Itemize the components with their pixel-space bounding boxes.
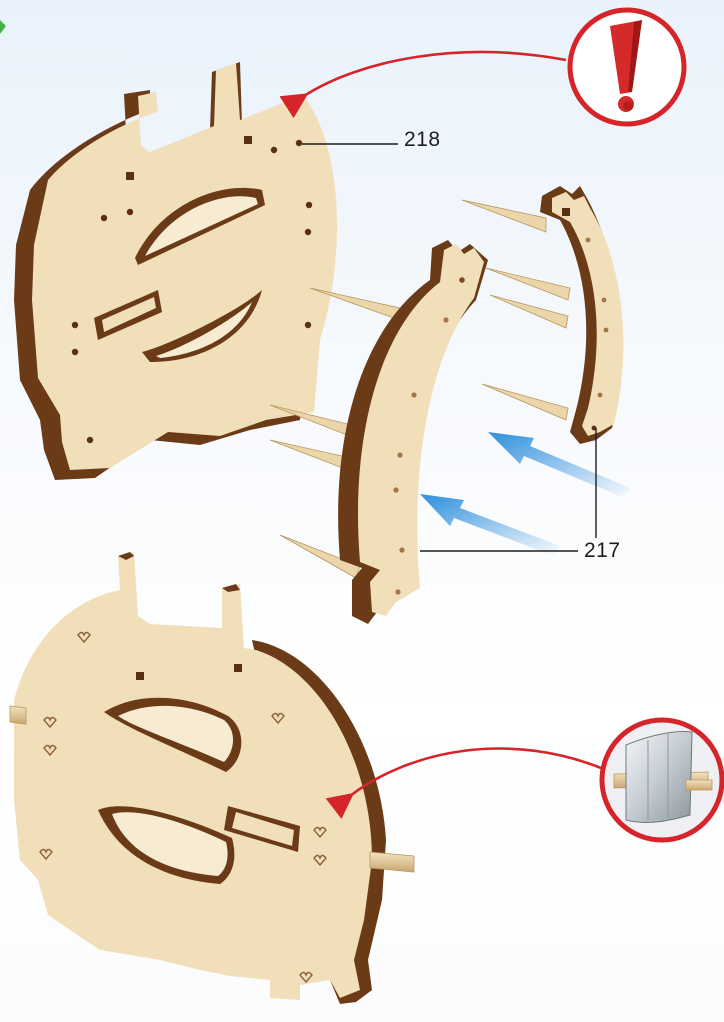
part-label-217: 217	[584, 539, 621, 563]
frame-assembled	[10, 552, 414, 1004]
frame-part-218	[14, 62, 337, 480]
exclamation-warning-icon	[570, 10, 684, 124]
part-label-218: 218	[404, 128, 441, 152]
cut-dowel-icon	[602, 720, 722, 840]
rib-part-217-front	[338, 240, 488, 624]
page-corner-marker	[0, 20, 6, 34]
blue-insert-arrows	[420, 432, 630, 556]
